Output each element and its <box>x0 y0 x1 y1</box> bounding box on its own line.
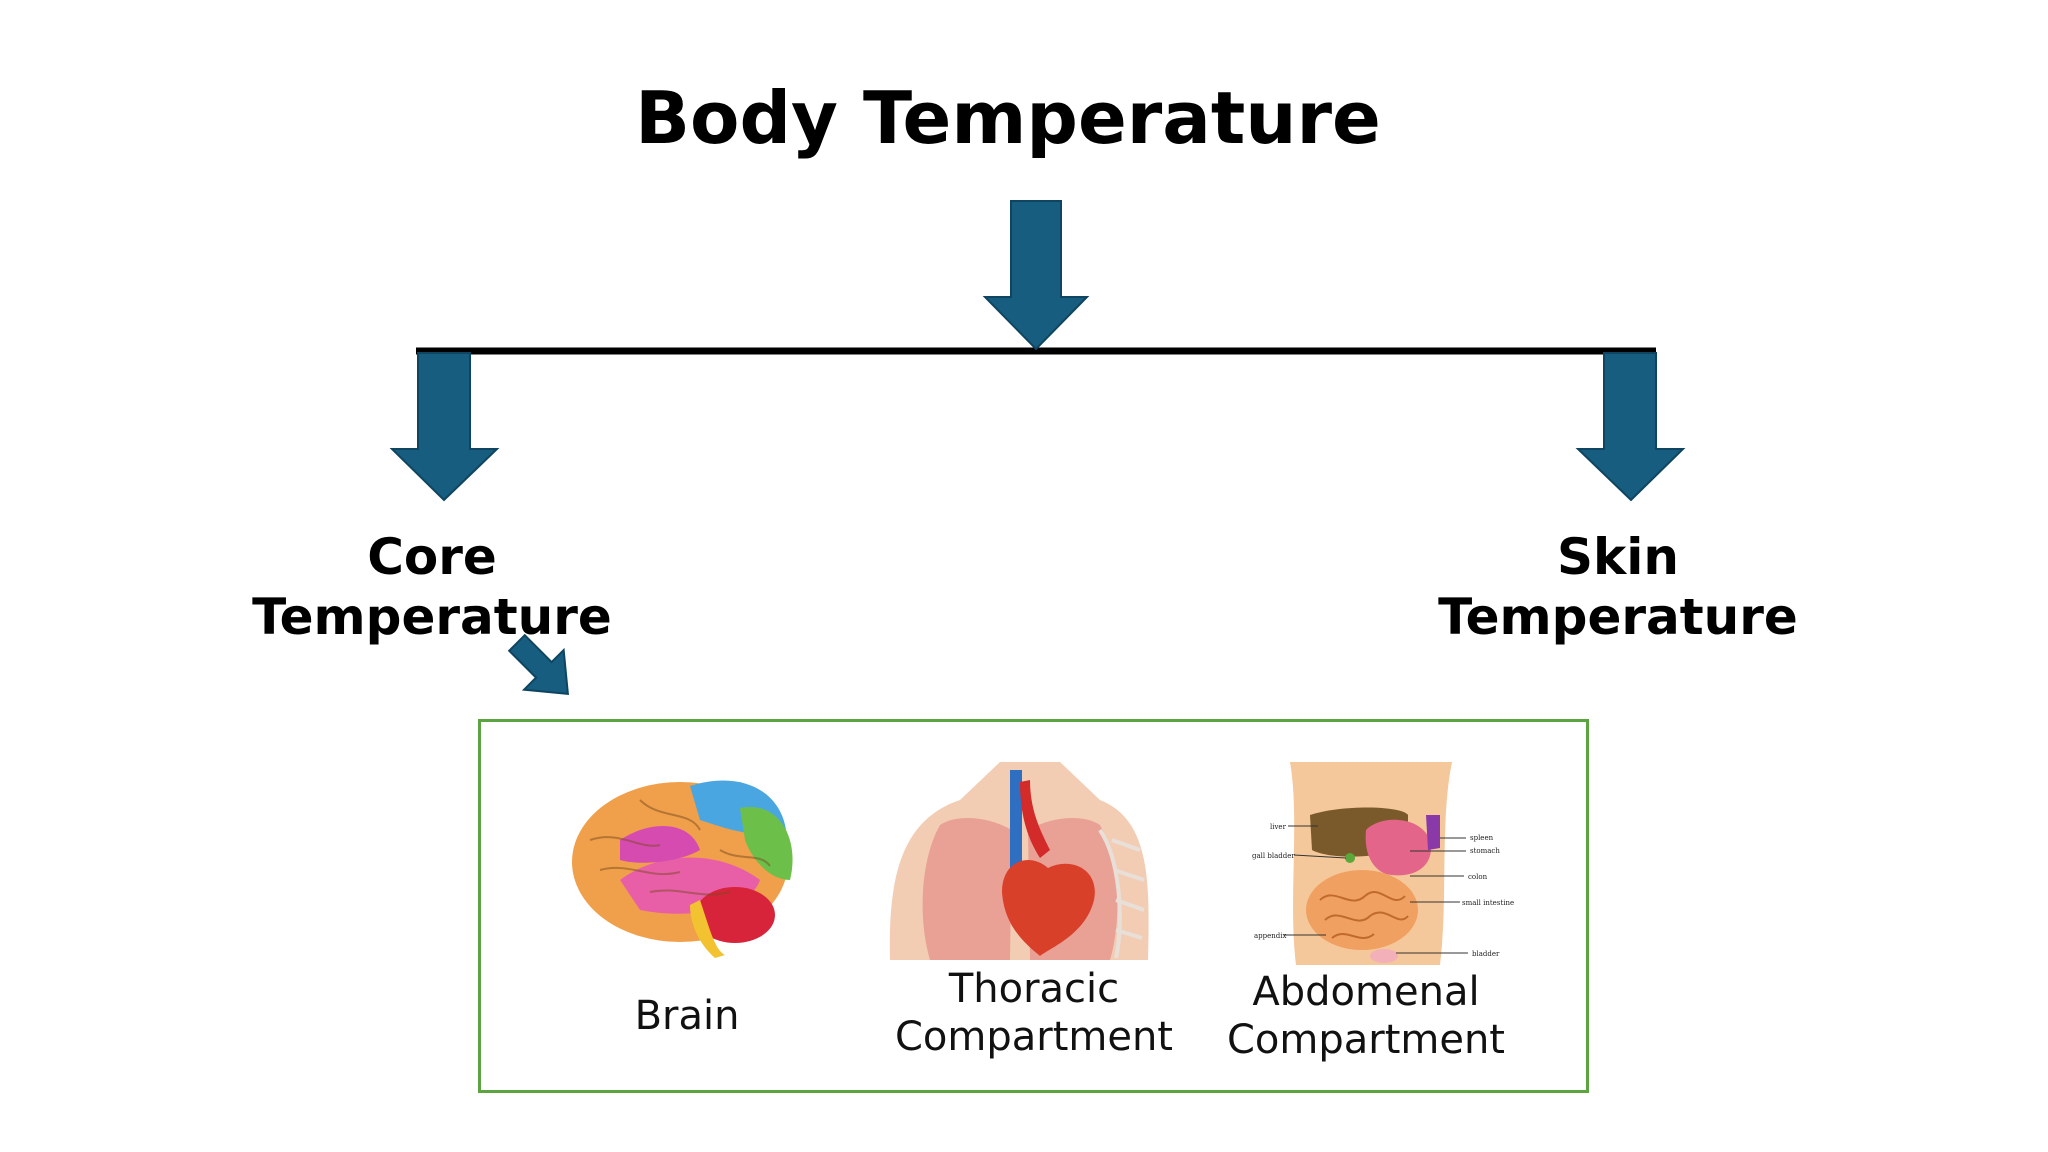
brain-illustration <box>572 780 793 958</box>
abdominal-label-line2: Compartment <box>1226 1017 1505 1063</box>
label-liver: liver <box>1270 823 1287 831</box>
thoracic-label-line1: Thoracic <box>948 966 1120 1012</box>
abdominal-compartment-label: Abdomenal Compartment <box>1186 968 1546 1064</box>
arrow-to-core <box>389 352 500 502</box>
thorax-illustration <box>889 762 1149 960</box>
arrow-to-skin <box>1575 352 1686 502</box>
brain-label-text: Brain <box>634 993 740 1039</box>
label-stomach: stomach <box>1470 847 1500 855</box>
skin-label-line1: Skin <box>1557 528 1679 586</box>
skin-label-line2: Temperature <box>1438 588 1798 646</box>
abdomen-illustration: liver gall bladder appendix spleen stoma… <box>1252 762 1514 965</box>
label-spleen: spleen <box>1470 834 1494 842</box>
brain-label: Brain <box>507 992 867 1040</box>
thoracic-label-line2: Compartment <box>894 1014 1173 1060</box>
label-small-intestine: small intestine <box>1462 899 1514 907</box>
label-gall-bladder: gall bladder <box>1252 852 1295 860</box>
label-appendix: appendix <box>1254 932 1287 940</box>
arrow-core-to-box <box>507 633 570 696</box>
label-colon: colon <box>1468 873 1488 881</box>
skin-temperature-label: Skin Temperature <box>1408 527 1828 647</box>
core-sites-box <box>478 719 1589 1093</box>
core-label-line2: Temperature <box>252 588 612 646</box>
core-label-line1: Core <box>367 528 497 586</box>
core-temperature-label: Core Temperature <box>222 527 642 647</box>
label-bladder: bladder <box>1472 950 1500 958</box>
diagram-title: Body Temperature <box>635 76 1381 160</box>
abdominal-label-line1: Abdomenal <box>1252 969 1480 1015</box>
thoracic-compartment-label: Thoracic Compartment <box>854 965 1214 1061</box>
arrow-title-to-branch <box>982 200 1090 351</box>
